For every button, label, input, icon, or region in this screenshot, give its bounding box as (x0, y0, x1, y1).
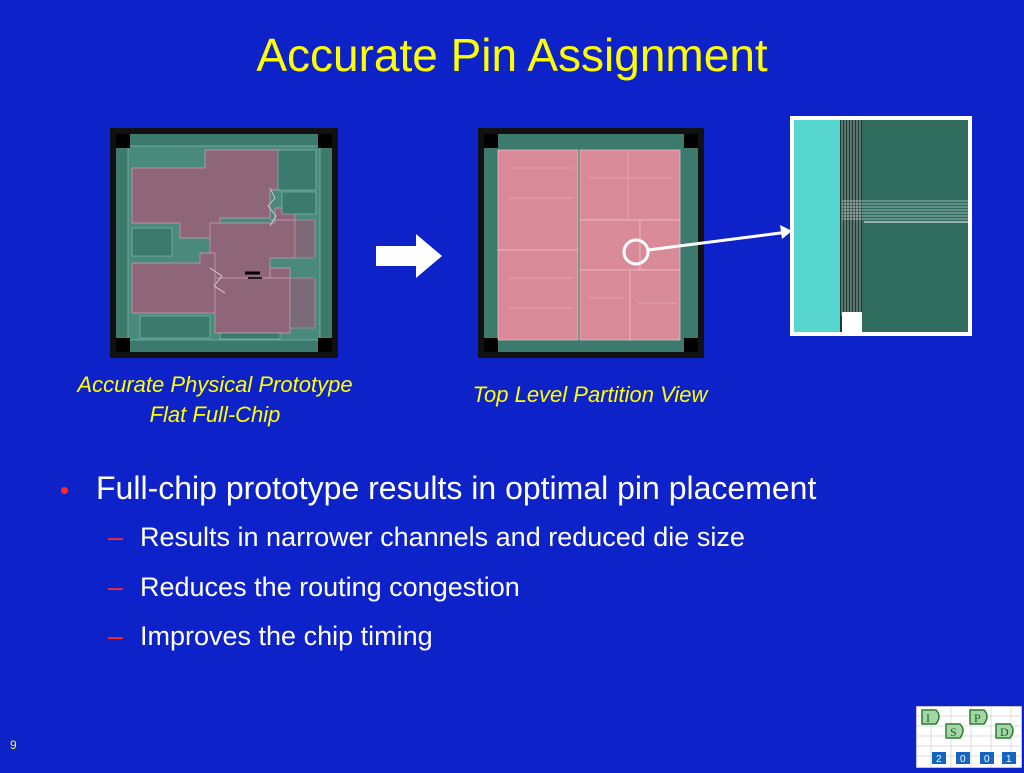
slide-title: Accurate Pin Assignment (256, 29, 768, 81)
logo-digit-4: 1 (1006, 754, 1012, 765)
sub-bullet-marker: – (108, 522, 124, 552)
logo-letter-p: P (974, 711, 981, 725)
zoomed-channel-image (790, 116, 972, 341)
page-number: 9 (10, 738, 17, 752)
partition-view-caption: Top Level Partition View (472, 382, 708, 407)
logo-letter-i: I (926, 711, 930, 725)
ispd-logo: I S P D 2 0 0 1 (915, 705, 1023, 773)
main-bullet: • Full-chip prototype results in optimal… (60, 470, 816, 507)
logo-digit-2: 0 (960, 754, 966, 765)
caption-line-2: Flat Full-Chip (149, 402, 281, 427)
logo-digit-1: 2 (936, 754, 942, 765)
sub-bullet-marker: – (108, 572, 124, 602)
sub-bullet-2: – Reduces the routing congestion (108, 572, 520, 603)
zoom-connector-line (640, 220, 800, 265)
sub-bullet-text: Reduces the routing congestion (140, 572, 520, 602)
sub-bullet-marker: – (108, 621, 124, 651)
caption-line-1: Accurate Physical Prototype (77, 372, 353, 397)
sub-bullet-text: Improves the chip timing (140, 621, 433, 651)
bullet-marker: • (60, 475, 70, 505)
logo-letter-s: S (950, 725, 957, 739)
partition-view-image (478, 128, 704, 363)
flat-full-chip-caption: Accurate Physical Prototype Flat Full-Ch… (20, 370, 410, 430)
sub-bullet-text: Results in narrower channels and reduced… (140, 522, 745, 552)
main-bullet-text: Full-chip prototype results in optimal p… (96, 470, 817, 506)
right-arrow-icon (374, 232, 446, 285)
flat-full-chip-image (110, 128, 338, 363)
sub-bullet-3: – Improves the chip timing (108, 621, 433, 652)
logo-letter-d: D (1000, 725, 1009, 739)
logo-digit-3: 0 (984, 754, 990, 765)
sub-bullet-1: – Results in narrower channels and reduc… (108, 522, 745, 553)
